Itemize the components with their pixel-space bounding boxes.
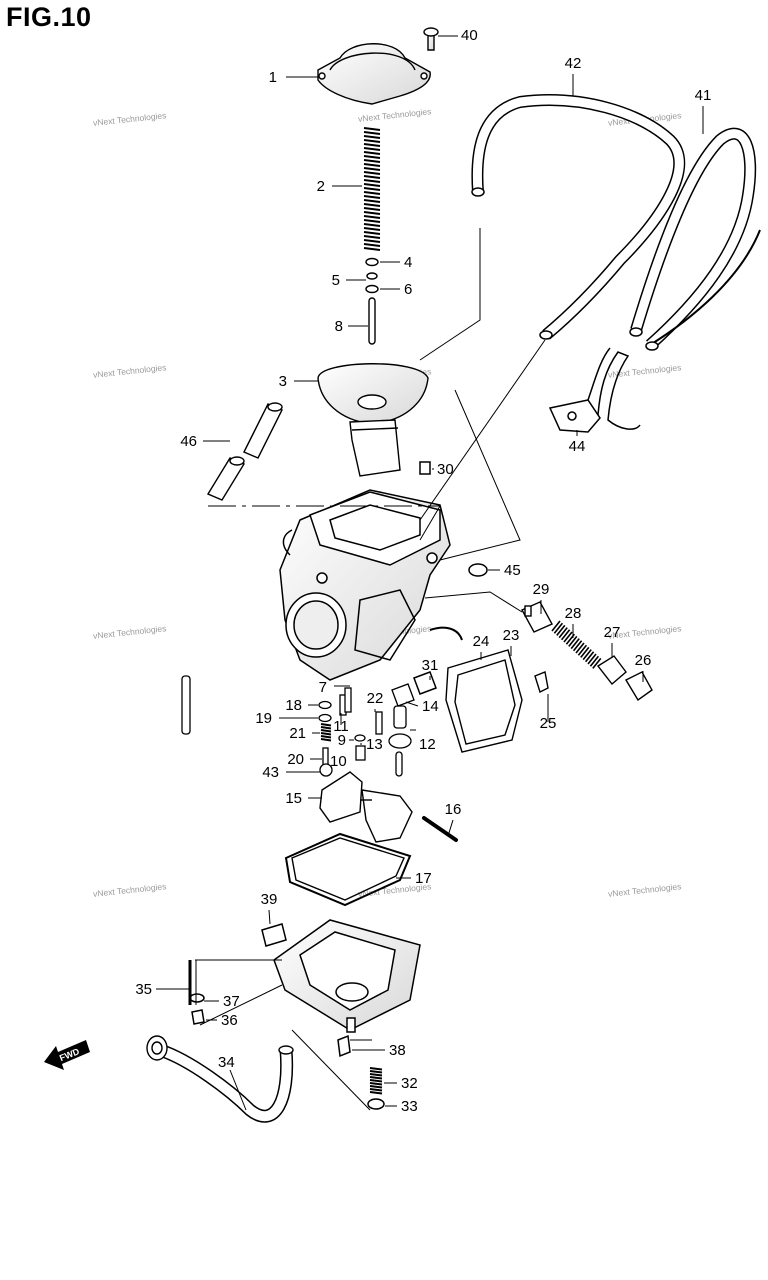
- part-callouts: 1234567891011121314151617181920212223242…: [135, 27, 711, 1115]
- part-label-35: 35: [135, 981, 152, 998]
- part-label-14: 14: [422, 698, 439, 715]
- starter-plunger-group: [521, 601, 653, 702]
- part-label-6: 6: [404, 281, 412, 298]
- fwd-arrow: FWD: [44, 1040, 90, 1070]
- part-label-29: 29: [533, 581, 550, 598]
- part-label-4: 4: [404, 254, 412, 271]
- part-label-36: 36: [221, 1012, 238, 1029]
- callout-line-34: [229, 1069, 247, 1111]
- part-label-33: 33: [401, 1098, 418, 1115]
- part-label-13: 13: [366, 736, 383, 753]
- part-label-44: 44: [569, 438, 586, 455]
- cover-group: [445, 649, 549, 753]
- part-label-37: 37: [223, 993, 240, 1010]
- figure-title: FIG.10: [6, 2, 92, 32]
- watermark-text: vNext Technologies: [358, 106, 432, 124]
- part-label-17: 17: [415, 870, 432, 887]
- part-label-9: 9: [338, 732, 346, 749]
- part-label-10: 10: [330, 753, 347, 770]
- float-chamber-group: [188, 919, 421, 1110]
- watermark-text: vNext Technologies: [93, 110, 167, 128]
- callout-line-14: [405, 701, 419, 707]
- watermark-text: vNext Technologies: [608, 362, 682, 380]
- part-label-16: 16: [445, 801, 462, 818]
- watermark-text: vNext Technologies: [93, 623, 167, 641]
- jets-group: [181, 675, 415, 777]
- part-label-41: 41: [695, 87, 712, 104]
- watermark-text: vNext Technologies: [608, 881, 682, 899]
- top-cap-assembly: [317, 27, 439, 477]
- part-label-46: 46: [180, 433, 197, 450]
- part-label-39: 39: [261, 891, 278, 908]
- part-label-38: 38: [389, 1042, 406, 1059]
- part-label-21: 21: [289, 725, 306, 742]
- part-label-12: 12: [419, 736, 436, 753]
- float-group: [284, 771, 458, 907]
- part-label-8: 8: [335, 318, 343, 335]
- part-label-26: 26: [635, 652, 652, 669]
- part-label-42: 42: [565, 55, 582, 72]
- part-label-7: 7: [319, 679, 327, 696]
- part-label-45: 45: [504, 562, 521, 579]
- drain-hose-group: [146, 1035, 294, 1123]
- part-label-28: 28: [565, 605, 582, 622]
- part-label-25: 25: [540, 715, 557, 732]
- guide-lines: [195, 228, 546, 1111]
- part-label-32: 32: [401, 1075, 418, 1092]
- part-label-11: 11: [333, 718, 349, 735]
- part-label-24: 24: [473, 633, 490, 650]
- part-label-18: 18: [285, 697, 302, 714]
- callout-line-39: [268, 909, 271, 925]
- hose-joint-group: [206, 402, 283, 501]
- part-label-22: 22: [367, 690, 384, 707]
- part-label-43: 43: [262, 764, 279, 781]
- watermark-text: vNext Technologies: [93, 881, 167, 899]
- carburetor-body: [279, 461, 488, 695]
- part-label-19: 19: [255, 710, 272, 727]
- part-label-3: 3: [279, 373, 287, 390]
- watermark-text: vNext Technologies: [93, 362, 167, 380]
- part-label-5: 5: [332, 272, 340, 289]
- part-label-15: 15: [285, 790, 302, 807]
- part-label-40: 40: [461, 27, 478, 44]
- part-label-2: 2: [317, 178, 325, 195]
- part-label-34: 34: [218, 1054, 235, 1071]
- part-label-23: 23: [503, 627, 520, 644]
- vent-hoses-group: [471, 94, 761, 433]
- callout-line-16: [447, 819, 454, 837]
- part-label-1: 1: [269, 69, 277, 86]
- part-label-31: 31: [422, 657, 439, 674]
- part-label-27: 27: [604, 624, 621, 641]
- part-label-30: 30: [437, 461, 454, 478]
- part-label-20: 20: [287, 751, 304, 768]
